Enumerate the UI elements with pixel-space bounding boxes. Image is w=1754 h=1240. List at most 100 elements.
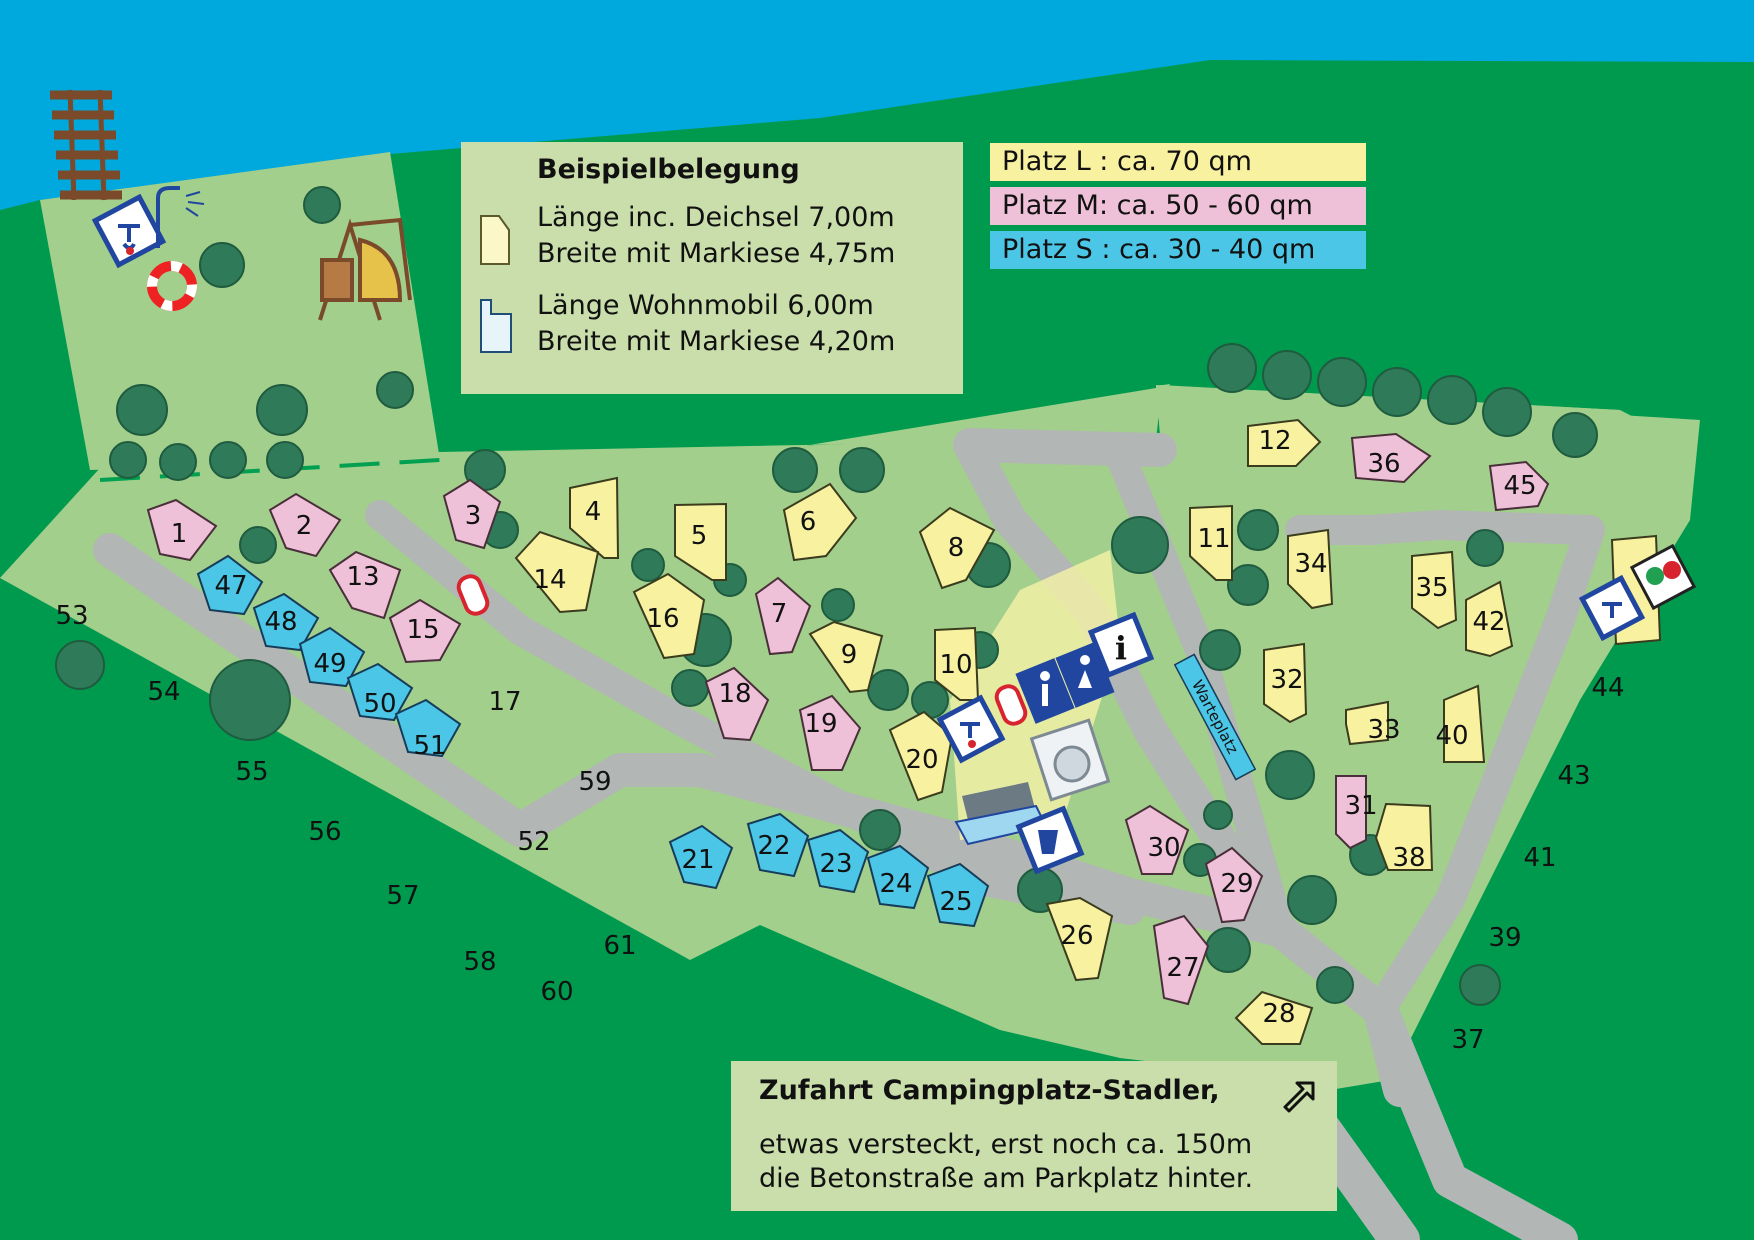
svg-text:5: 5	[691, 521, 708, 551]
svg-text:39: 39	[1488, 923, 1521, 953]
lifebuoy-icon	[147, 261, 197, 311]
svg-text:27: 27	[1166, 953, 1199, 983]
svg-text:58: 58	[463, 947, 496, 977]
svg-text:12: 12	[1258, 426, 1291, 456]
pitch-50	[346, 662, 414, 722]
pitch-45	[1488, 460, 1550, 512]
washing-machine-icon	[1029, 718, 1111, 802]
svg-text:19: 19	[804, 709, 837, 739]
svg-text:50: 50	[363, 689, 396, 719]
pitch-51	[394, 698, 462, 758]
svg-text:17: 17	[488, 687, 521, 717]
pitch-24	[866, 844, 930, 910]
pitch-32	[1263, 642, 1308, 724]
svg-text:14: 14	[533, 565, 566, 595]
legend-caravan-width: Breite mit Markiese 4,75m	[537, 238, 896, 269]
pitch-5	[674, 502, 727, 581]
camper-outline-icon	[480, 299, 512, 353]
water-tap-icon	[91, 193, 167, 269]
pitch-31	[1335, 775, 1367, 850]
pitch-14	[514, 530, 600, 614]
svg-text:4: 4	[585, 497, 602, 527]
svg-text:56: 56	[308, 817, 341, 847]
pitch-13	[328, 550, 402, 620]
svg-text:9: 9	[841, 640, 858, 670]
pitch-8	[918, 506, 996, 590]
access-panel: Zufahrt Campingplatz-Stadler, etwas vers…	[731, 1061, 1337, 1211]
pitch-30	[1124, 804, 1190, 875]
pitch-25	[926, 862, 990, 928]
svg-text:30: 30	[1147, 833, 1180, 863]
pitch-1	[146, 498, 218, 562]
svg-text:29: 29	[1220, 869, 1253, 899]
legend-camper-width: Breite mit Markiese 4,20m	[537, 326, 896, 357]
svg-text:21: 21	[681, 845, 714, 875]
pitch-20	[888, 710, 954, 802]
access-line-1: etwas versteckt, erst noch ca. 150m	[759, 1129, 1253, 1160]
svg-text:7: 7	[771, 599, 788, 629]
svg-text:61: 61	[603, 931, 636, 961]
pitch-28	[1234, 990, 1314, 1045]
size-small: Platz S : ca. 30 - 40 qm	[990, 231, 1366, 269]
svg-text:24: 24	[879, 869, 912, 899]
pitch-36	[1350, 432, 1432, 484]
small-pitches	[196, 554, 990, 928]
svg-text:48: 48	[264, 607, 297, 637]
water-tap-icon-2	[936, 694, 1006, 764]
waste-disposal-icon	[1015, 805, 1085, 875]
svg-text:38: 38	[1392, 843, 1425, 873]
svg-text:2: 2	[296, 511, 313, 541]
caravan-outline-icon	[480, 215, 510, 265]
svg-text:35: 35	[1415, 573, 1448, 603]
size-large: Platz L : ca. 70 qm	[990, 143, 1366, 181]
pitch-35	[1411, 550, 1458, 630]
svg-text:51: 51	[413, 731, 446, 761]
svg-text:28: 28	[1262, 999, 1295, 1029]
pitch-34	[1287, 528, 1334, 610]
pitch-11	[1189, 504, 1233, 581]
legend-caravan-length: Länge inc. Deichsel 7,00m	[537, 202, 895, 233]
svg-text:37: 37	[1451, 1025, 1484, 1055]
svg-text:44: 44	[1591, 673, 1624, 703]
shower-icon	[156, 186, 205, 248]
svg-text:13: 13	[346, 562, 379, 592]
svg-text:45: 45	[1503, 471, 1536, 501]
medium-pitches	[146, 432, 1550, 1006]
water-tap-icon-3	[1578, 574, 1646, 642]
pitch-16	[632, 572, 706, 660]
playground-icon	[318, 217, 412, 321]
pitch-26	[1045, 896, 1114, 982]
pitch-48	[252, 592, 320, 652]
svg-text:15: 15	[406, 615, 439, 645]
pitch-4	[569, 476, 620, 559]
svg-text:8: 8	[948, 533, 965, 563]
pitch-19	[798, 694, 862, 771]
pitch-10	[934, 626, 980, 701]
svg-text:11: 11	[1197, 524, 1230, 554]
svg-text:41: 41	[1523, 843, 1556, 873]
svg-text:32: 32	[1270, 665, 1303, 695]
svg-text:59: 59	[578, 767, 611, 797]
pitch-22	[746, 812, 810, 878]
pitch-7	[754, 576, 812, 656]
svg-text:6: 6	[800, 507, 817, 537]
arrow-up-right-icon	[1283, 1081, 1315, 1113]
svg-text:42: 42	[1472, 607, 1505, 637]
pitch-3	[442, 478, 502, 550]
pitch-9	[808, 620, 884, 694]
pitch-15	[388, 598, 462, 664]
svg-text:52: 52	[517, 827, 550, 857]
svg-text:26: 26	[1060, 921, 1093, 951]
pitch-29	[1204, 846, 1264, 924]
pitch-2	[268, 492, 342, 558]
svg-text:i: i	[1115, 629, 1127, 667]
svg-text:18: 18	[718, 679, 751, 709]
svg-text:25: 25	[939, 887, 972, 917]
svg-text:33: 33	[1367, 715, 1400, 745]
svg-text:49: 49	[313, 649, 346, 679]
pitch-42	[1465, 580, 1514, 658]
svg-text:54: 54	[147, 677, 180, 707]
svg-text:43: 43	[1557, 761, 1590, 791]
pitch-21	[668, 824, 734, 890]
svg-text:22: 22	[757, 831, 790, 861]
